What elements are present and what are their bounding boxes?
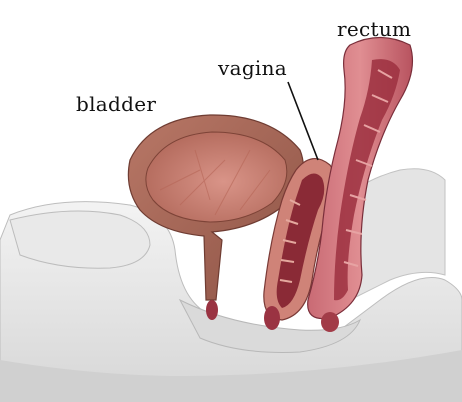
bladder-label: bladder [76,92,156,116]
vagina-label: vagina [218,56,287,80]
rectum-label: rectum [337,17,411,41]
